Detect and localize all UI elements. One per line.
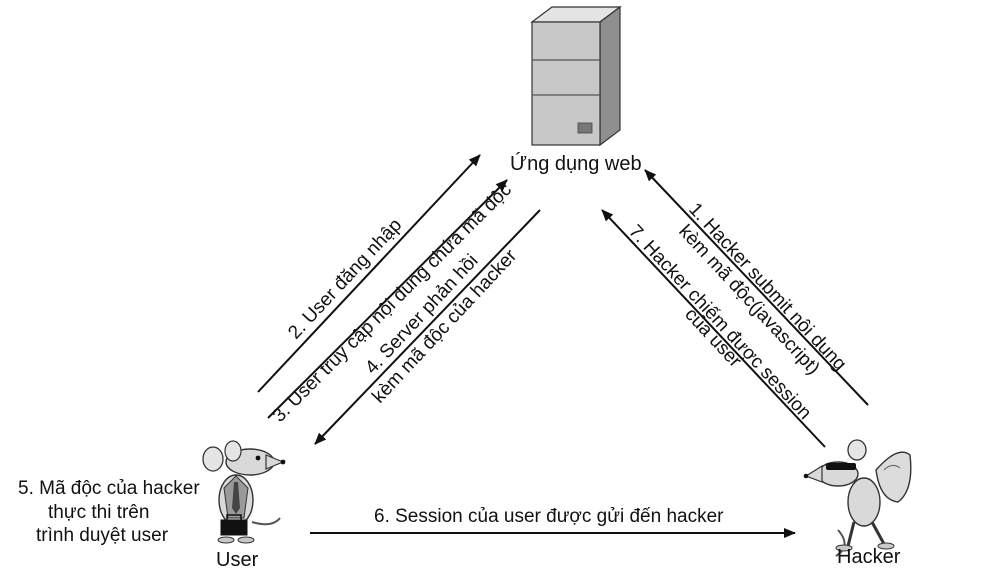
rat-hacker-icon	[803, 439, 912, 557]
step6-label: 6. Session của user được gửi đến hacker	[374, 506, 724, 527]
user-label: User	[216, 549, 259, 571]
step4-label-line2: kèm mã độc của hacker	[368, 245, 521, 407]
arrow-step2	[257, 154, 481, 393]
step5-label-line2: thực thi trên	[48, 502, 149, 523]
step5-label-line1: 5. Mã độc của hacker	[18, 478, 200, 499]
arrow-step1	[644, 169, 869, 406]
arrow-step3	[267, 179, 508, 419]
rat-user-icon	[202, 440, 286, 544]
arrow-step4	[314, 209, 541, 445]
step2-label: 2. User đăng nhập	[284, 215, 406, 344]
hacker-label: Hacker	[837, 546, 901, 568]
server-label: Ứng dụng web	[510, 152, 642, 175]
step5-label-line3: trình duyệt user	[36, 525, 169, 546]
arrow-step7	[601, 209, 826, 448]
server-icon	[530, 5, 622, 147]
